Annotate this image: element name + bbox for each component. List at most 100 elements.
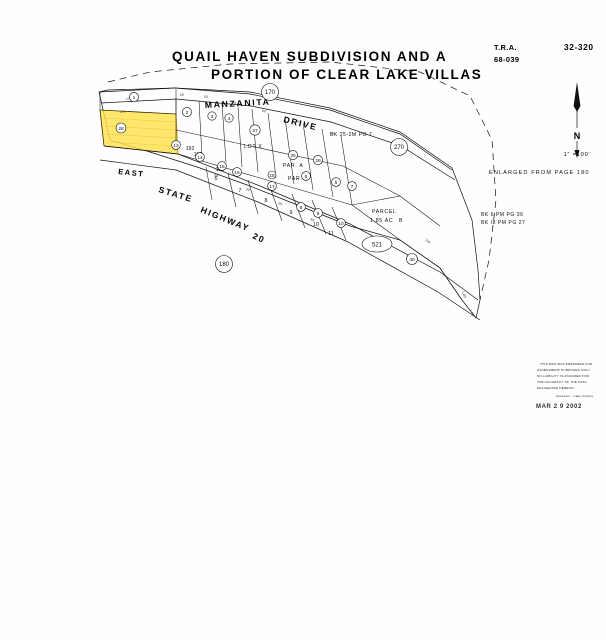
parcel-circle-label: 10 [338,221,344,227]
parcel-circle-label: 7 [351,184,354,190]
label-parcel-a: PAR. A [283,163,304,169]
parcel-circle-label: 1 [133,95,136,101]
parcel-circle-18[interactable]: 18 [267,170,277,180]
parcel-circle-14[interactable]: 14 [195,152,205,162]
label-parcel-b-letter: B [399,218,403,224]
dimension-annotations: 175' 175' 60' 50' 50' 60' 60' 60' 50' 50… [120,93,475,317]
lot-number: 7 [239,188,242,194]
parcel-circle-5[interactable]: 5 [331,177,341,187]
manzanita-drive-north-line [98,87,453,171]
parcel-circle-25[interactable]: 25 [288,150,298,160]
parcel-circle-label: 14 [197,155,203,161]
lot-number: 10 [313,222,319,228]
parcel-circle-label: 180 [219,262,230,268]
street-label-highway-number: 20 [251,231,267,245]
parcel-circle-16[interactable]: 16 [232,167,242,177]
lot-number: 192 [186,146,195,152]
parcel-circle-15[interactable]: 15 [217,161,227,171]
parcel-circle-label: 5 [335,180,338,186]
parcel-circle-17[interactable]: 17 [267,181,277,191]
lot-number: 6 [215,176,218,182]
parcel-circle-2[interactable]: 2 [182,107,192,117]
parcel-circle-label: 17 [269,184,275,190]
date-stamp: MAR 2 9 2002 [536,404,582,410]
parcel-circle-8[interactable]: 8 [296,202,306,212]
svg-text:50': 50' [310,217,316,223]
svg-text:175': 175' [120,110,127,114]
parcel-circle-label: 270 [394,145,405,151]
parcel-oval-521[interactable]: 521 [361,235,393,253]
lot-number: 8 [265,198,268,204]
highlight-hatching [100,117,179,147]
parcel-circle-label: 3 [211,114,214,120]
parcel-circle-label: 15 [219,164,225,170]
parcel-circle-9[interactable]: 9 [313,208,323,218]
lot-number-group: 6 7 8 9 10 11 192 193 194 [186,146,334,237]
street-label-drive: DRIVE [283,114,319,132]
svg-text:50': 50' [246,187,252,192]
parcel-circle-label: 9 [317,211,320,217]
enlarged-from-note: ENLARGED FROM PAGE 180 [489,170,590,176]
parcel-circle-4[interactable]: 4 [224,113,234,123]
label-book-note: BK 25-2M PG 7 [330,132,372,138]
parcel-circle-label: 16 [234,170,240,176]
parcel-circle-10[interactable]: 10 [336,218,346,228]
parcel-circle-270[interactable]: 270 [390,138,408,156]
svg-text:50': 50' [278,201,284,206]
lot-number: 9 [290,210,293,216]
disclaimer-line4: THE ACCURACY OF THE DATA [537,380,588,384]
svg-text:60': 60' [262,109,267,114]
highway-20-south-line [99,159,481,321]
north-arrow-icon: N [573,82,581,158]
parcel-circle-26[interactable]: 26 [313,155,323,165]
parcel-boundary-lines [99,89,463,301]
parcel-circle-28[interactable]: 28 [115,122,127,134]
label-parcel-b-small: PAR. B [288,176,309,182]
svg-text:50': 50' [214,173,220,178]
parcel-circle-170[interactable]: 170 [261,83,279,101]
map-scale: 1" =100' [564,152,591,158]
svg-text:120': 120' [424,238,432,245]
parcel-circle-label: 2 [186,110,189,116]
disclaimer-line5: DELINEATED HEREON. [537,386,575,390]
parcel-circle-label: 13 [173,143,179,149]
disclaimer-agency: Assessor - Lake County [556,394,593,398]
svg-text:175': 175' [126,97,133,101]
parcel-circle-label: 26 [315,158,321,164]
svg-text:60': 60' [180,93,185,97]
north-letter: N [574,131,581,141]
parcel-circle-3[interactable]: 3 [207,111,217,121]
label-lot-x: LOT X [244,144,262,150]
tra-label: T.R.A. [494,43,517,52]
svg-text:L 80': L 80' [461,291,467,299]
disclaimer-line2: ASSESSMENT PURPOSES ONLY. [537,368,591,372]
parcel-circle-13[interactable]: 13 [171,140,181,150]
parcel-circle-27[interactable]: 27 [249,124,261,136]
circled-parcel-numbers[interactable]: 170 270 180 40 1 28 [115,83,418,273]
map-title-line2: PORTION OF CLEAR LAKE VILLAS [211,67,482,82]
parcel-circle-label: 6 [305,174,308,180]
parcel-circle-label: 8 [300,205,303,211]
parcel-circle-label: 28 [118,126,124,132]
highlighted-parcel-28[interactable] [99,109,179,155]
parcel-circle-1[interactable]: 1 [129,92,139,102]
parcel-circle-40[interactable]: 40 [406,253,418,265]
book-reference-1: BK 6 PM PG 36 [481,212,523,218]
subdivision-boundary [107,61,497,301]
street-label-manzanita: MANZANITA [205,97,271,110]
disclaimer-stamp: THIS MAP WAS PREPARED FOR ASSESSMENT PUR… [537,362,593,398]
label-parcel-b-title: PARCEL [372,209,397,215]
parcel-circle-label: 40 [409,257,415,263]
svg-text:50': 50' [204,95,209,99]
parcel-circle-label: 4 [228,116,231,122]
page-number: 32-320 [564,42,594,52]
parcel-circle-6[interactable]: 6 [301,171,311,181]
parcel-circle-7[interactable]: 7 [347,181,357,191]
book-reference-2: BK I8 PM PG 27 [481,220,525,226]
parcel-circle-180[interactable]: 180 [215,255,233,273]
street-label-state: STATE [157,184,194,204]
disclaimer-line3: NO LIABILITY IS ASSUMED FOR [537,374,590,378]
street-label-highway: HIGHWAY [199,205,251,234]
